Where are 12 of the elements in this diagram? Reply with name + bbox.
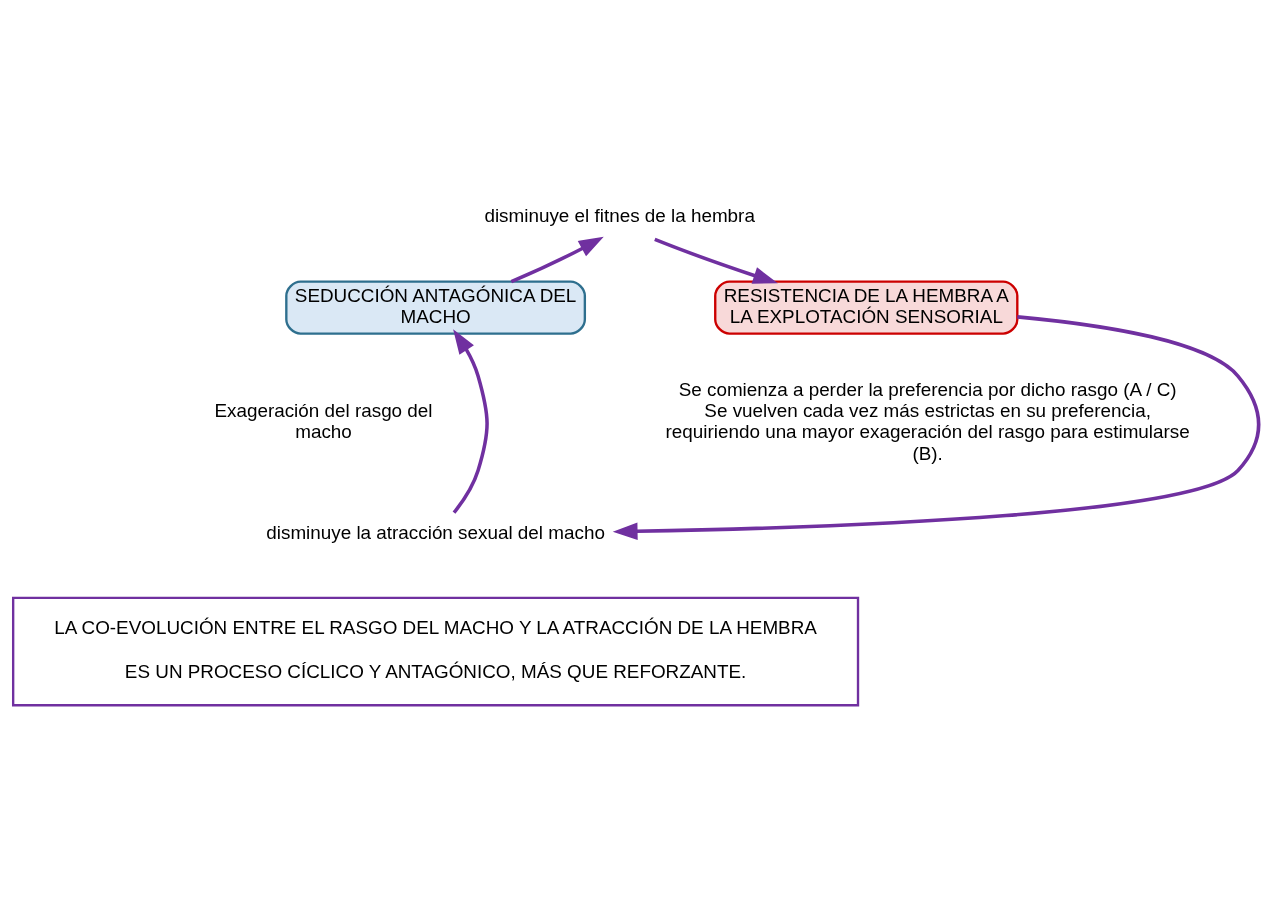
node-label: Se comienza a perder la preferencia por dicho rasgo (A / C) (678, 378, 1177, 400)
arrow (452, 328, 489, 514)
node-box: RESISTENCIA DE LA HEMBRA A LA EXPLOTACIÓN SENSORIAL (714, 280, 1019, 335)
node-text: disminuye la atracción sexual del macho (266, 521, 605, 543)
node-box: SEDUCCIÓN ANTAGÓNICA DEL MACHO (285, 280, 587, 335)
arrow (654, 237, 778, 284)
node-label: Se vuelven cada vez más estrictas en su preferencia, requiriendo una mayor exageración del rasgo para estimularse (B). (665, 399, 1190, 464)
arrow (612, 314, 1261, 540)
node-text: disminuye el fitnes de la hembra (484, 204, 755, 226)
node-label: Exageración del rasgo del macho (214, 399, 433, 442)
node-box: LA CO-EVOLUCIÓN ENTRE EL RASGO DEL MACHO Y LA ATRACCIÓN DE LA HEMBRA ES UN PROCESO CÍCLICO Y ANTAGÓNICO, MÁS QUE REFORZANTE. (12, 596, 860, 706)
arrow (510, 236, 604, 283)
